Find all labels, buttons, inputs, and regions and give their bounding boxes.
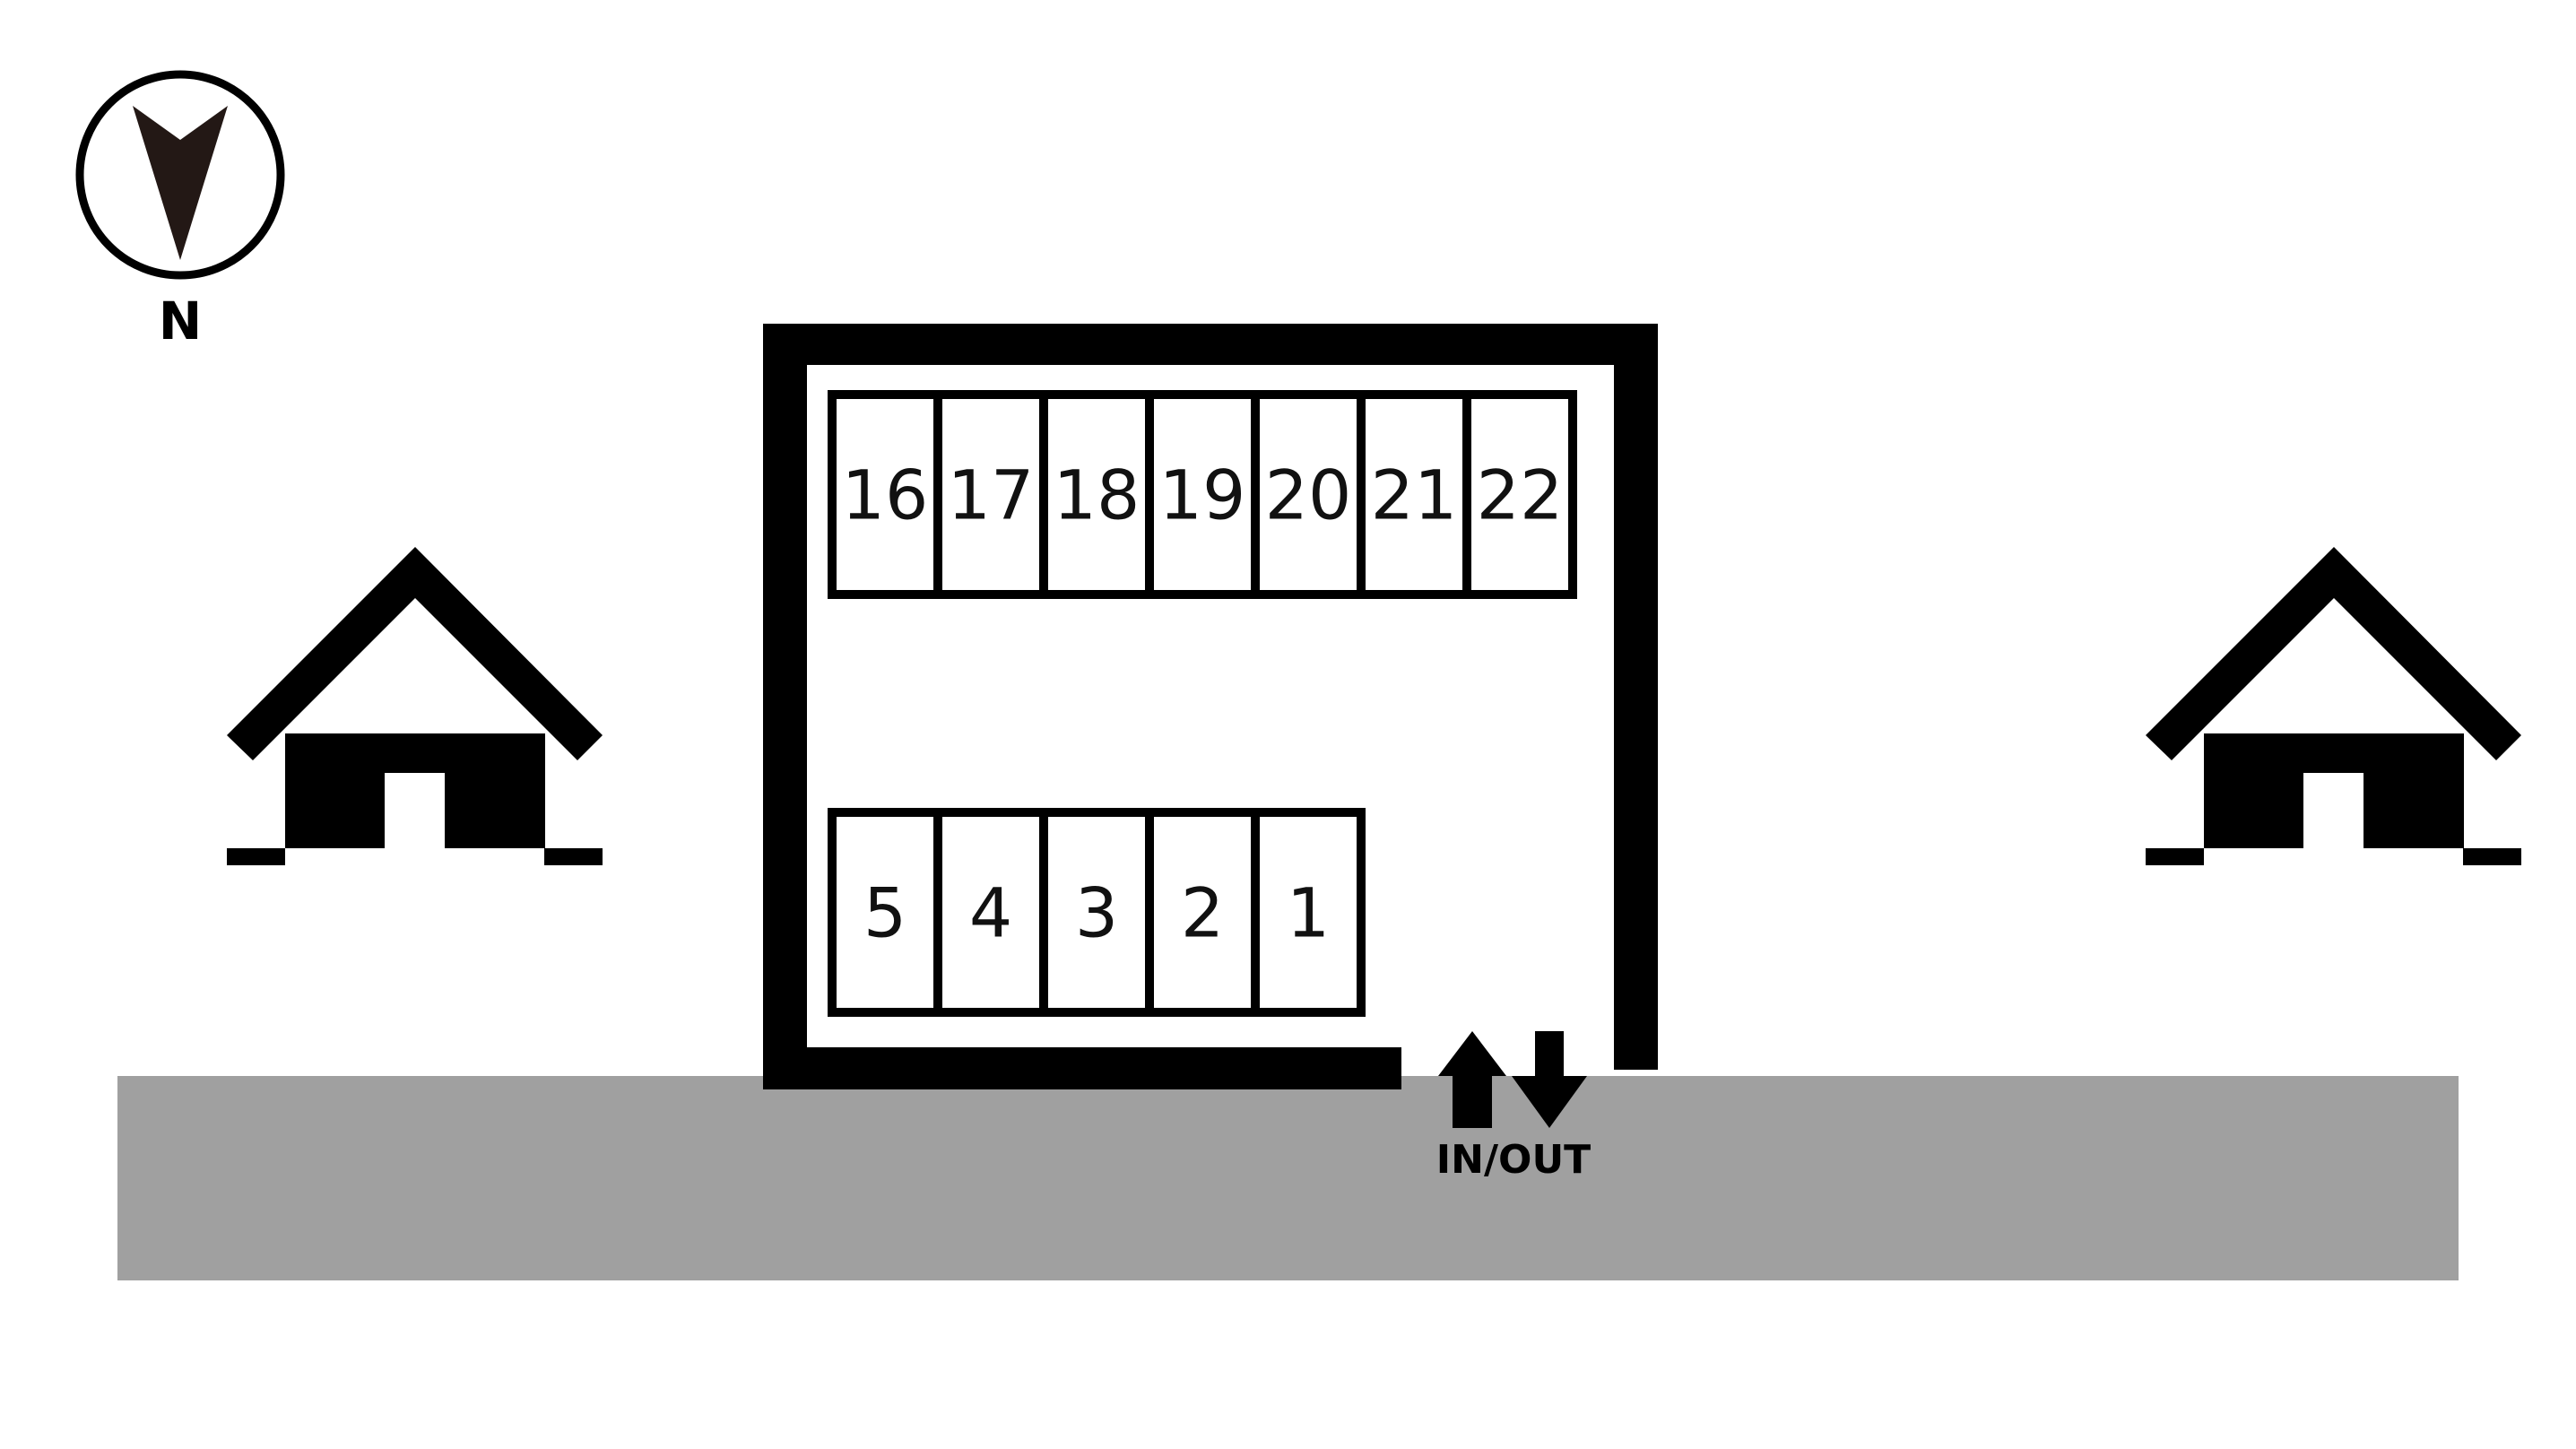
wall-top [763,324,1658,365]
stall-number: 2 [1181,873,1224,953]
parking-stall-18: 18 [1039,395,1140,594]
house-door [2303,773,2364,848]
stall-divider [1039,812,1048,1012]
stall-number: 4 [969,873,1012,953]
north-arrow-icon [133,106,228,260]
house-base-left [227,848,285,865]
parking-stall-4: 4 [933,812,1012,1012]
house-icon [2146,547,2521,865]
compass-label: N [159,291,203,351]
stall-number: 1 [1287,873,1330,953]
stall-number: 16 [842,456,929,535]
parking-stall-21: 21 [1357,395,1457,594]
parking-stall-22: 22 [1462,395,1563,594]
parking-row-frame [828,390,1577,599]
parking-stall-16: 16 [842,456,929,535]
wall-bottom [763,1047,1401,1089]
stall-divider [1357,395,1366,594]
arrow-down-icon [1512,1031,1587,1128]
parking-stall-3: 3 [1039,812,1118,1012]
house-base-left [2146,848,2204,865]
wall-right [1614,324,1658,1070]
stall-divider [1039,395,1048,594]
parking-stall-1: 1 [1251,812,1330,1012]
stall-divider [1251,812,1260,1012]
stall-divider [1145,395,1154,594]
parking-lot-walls [763,324,1658,1089]
house-door [385,773,445,848]
stall-number: 5 [863,873,906,953]
parking-stall-19: 19 [1145,395,1245,594]
parking-row-frame [828,808,1366,1017]
arrow-up-icon [1438,1031,1506,1128]
parking-stall-5: 5 [863,873,906,953]
compass-ring [75,70,285,280]
road [117,1076,2459,1280]
stall-divider [1145,812,1154,1012]
house-base-right [544,848,603,865]
house-base-right [2463,848,2521,865]
stall-number: 20 [1265,456,1352,535]
stall-number: 17 [948,456,1035,535]
house-icon [227,547,603,865]
stall-number: 21 [1371,456,1458,535]
stall-divider [1251,395,1260,594]
stall-number: 22 [1477,456,1564,535]
parking-stall-2: 2 [1145,812,1224,1012]
house-roof [2146,547,2521,760]
stall-divider [933,812,942,1012]
stall-divider [933,395,942,594]
house-roof [227,547,603,760]
stall-number: 19 [1159,456,1246,535]
entrance-label: IN/OUT [1436,1137,1591,1183]
compass: N [75,70,285,351]
wall-left [763,324,807,1089]
parking-stall-17: 17 [933,395,1034,594]
entrance: IN/OUT [1436,1031,1591,1183]
stall-number: 18 [1054,456,1141,535]
stall-number: 3 [1075,873,1118,953]
stall-divider [1462,395,1471,594]
parking-stall-20: 20 [1251,395,1351,594]
